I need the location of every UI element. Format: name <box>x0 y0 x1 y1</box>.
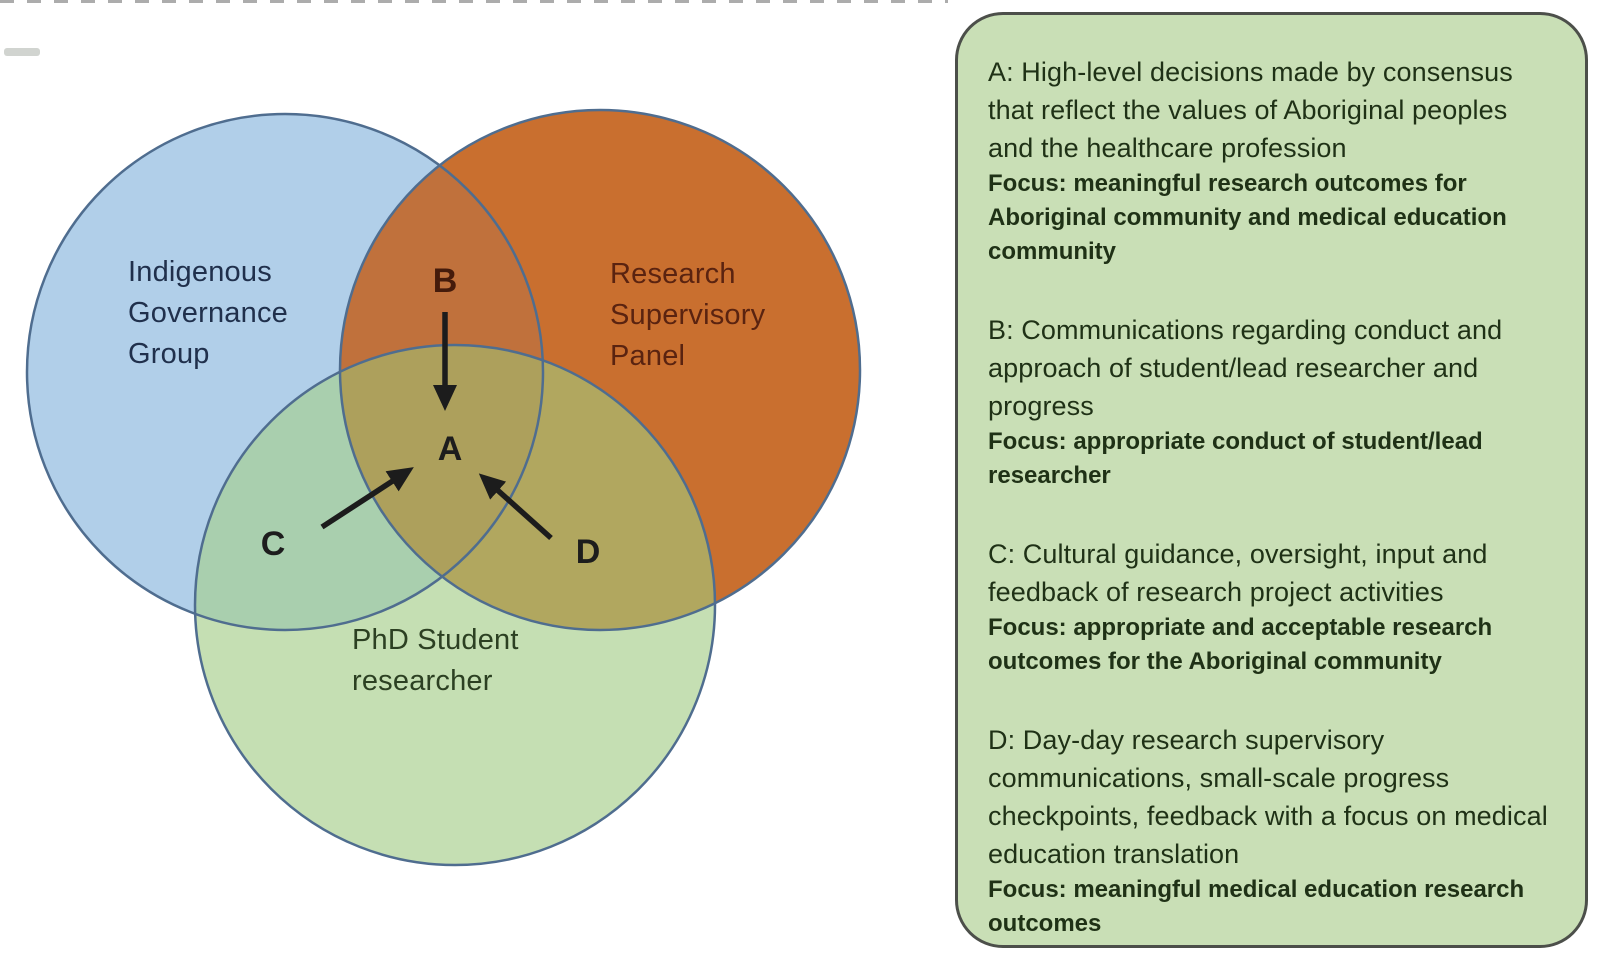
marker-c: C <box>260 525 286 563</box>
marker-b: B <box>432 262 458 300</box>
legend-c-focus: Focus: appropriate and acceptable resear… <box>988 614 1493 675</box>
venn-diagram <box>25 108 862 867</box>
scan-artifact-smudge <box>4 48 40 56</box>
marker-a: A <box>437 430 463 468</box>
legend-d-focus: Focus: meaningful medical education rese… <box>988 876 1525 937</box>
legend-a-description: A: High-level decisions made by consensu… <box>988 57 1513 163</box>
legend-b-description: B: Communications regarding conduct and … <box>988 315 1503 421</box>
legend-a-focus: Focus: meaningful research outcomes for … <box>988 170 1507 265</box>
label-phd-student-researcher: PhD Student researcher <box>352 624 519 697</box>
legend-d-description: D: Day-day research supervisory communic… <box>988 725 1548 869</box>
label-research-supervisory-panel: Research Supervisory Panel <box>610 258 766 372</box>
legend-item-a: A: High-level decisions made by consensu… <box>988 53 1559 269</box>
legend-item-b: B: Communications regarding conduct and … <box>988 311 1559 493</box>
legend-b-focus: Focus: appropriate conduct of student/le… <box>988 428 1483 489</box>
legend-item-c: C: Cultural guidance, oversight, input a… <box>988 535 1559 679</box>
scan-artifact-top-line <box>0 0 948 3</box>
circle-outline-blue <box>25 112 545 632</box>
legend-box: A: High-level decisions made by consensu… <box>955 12 1588 948</box>
legend-c-description: C: Cultural guidance, oversight, input a… <box>988 539 1488 607</box>
arrow-d-to-a <box>478 473 553 541</box>
label-indigenous-governance-group: Indigenous Governance Group <box>128 256 288 370</box>
circle-outline-orange <box>338 108 862 632</box>
circle-outline-green <box>193 343 717 867</box>
arrow-c-to-a <box>320 467 414 530</box>
marker-d: D <box>575 533 601 571</box>
legend-item-d: D: Day-day research supervisory communic… <box>988 721 1559 941</box>
